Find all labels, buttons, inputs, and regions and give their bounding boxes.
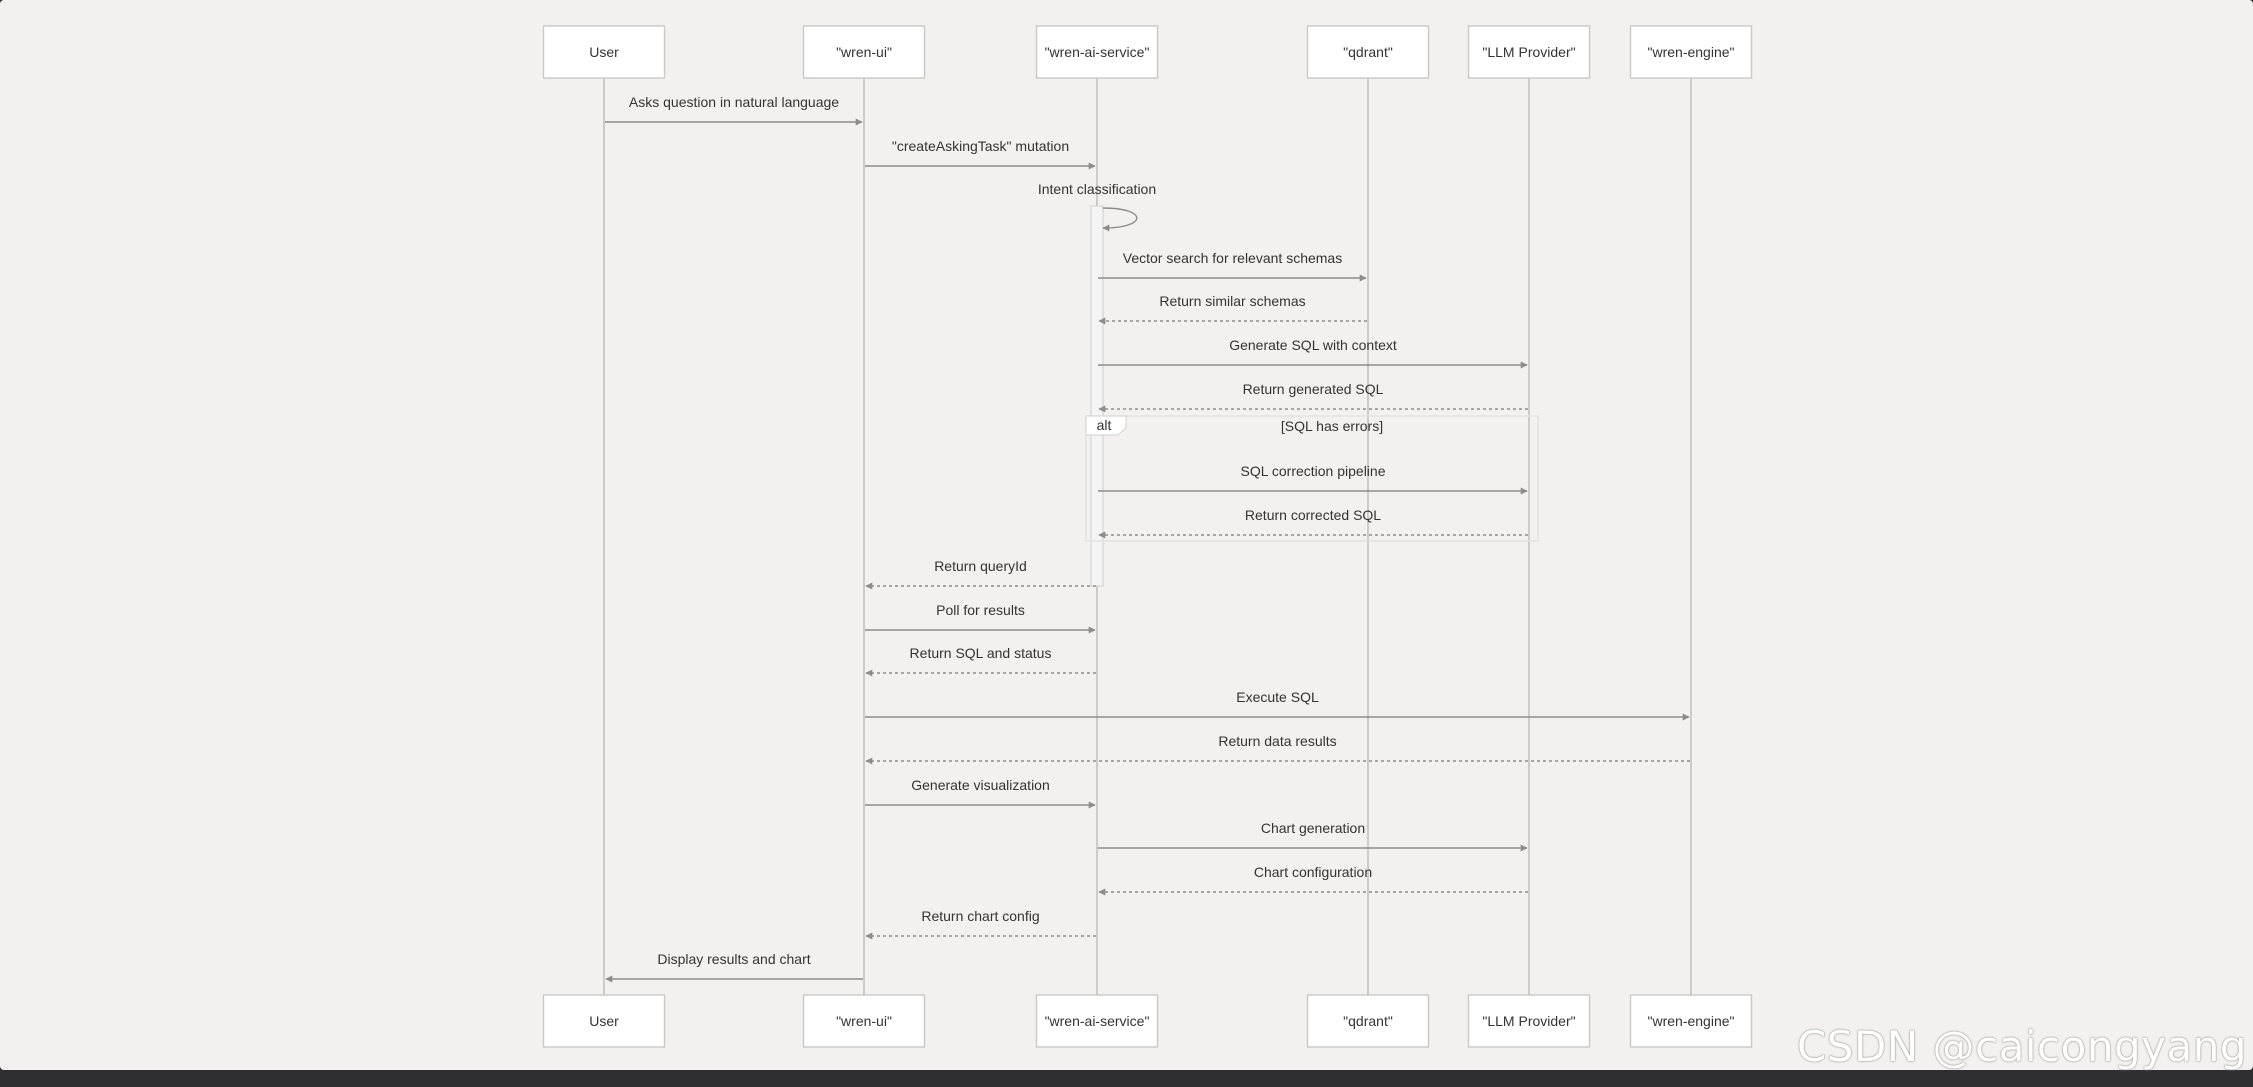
message-return-chart-config: Return chart config bbox=[865, 908, 1096, 940]
participant-label: "wren-ui" bbox=[836, 1013, 892, 1029]
message-label: Return chart config bbox=[921, 908, 1039, 924]
participant-label: "qdrant" bbox=[1343, 44, 1393, 60]
message-display-results-and-chart: Display results and chart bbox=[605, 951, 863, 983]
participant-top-engine: "wren-engine" bbox=[1629, 25, 1753, 79]
participant-label: User bbox=[589, 44, 619, 60]
message-label: Return SQL and status bbox=[910, 645, 1052, 661]
message-return-corrected-sql: Return corrected SQL bbox=[1098, 507, 1528, 539]
message-label: Intent classification bbox=[1038, 181, 1156, 197]
participant-top-qdrant: "qdrant" bbox=[1306, 25, 1430, 79]
participant-label: "wren-ai-service" bbox=[1045, 44, 1150, 60]
message-createaskingtask-mutation: "createAskingTask" mutation bbox=[865, 138, 1096, 170]
message-label: Execute SQL bbox=[1236, 689, 1319, 705]
message-generate-sql-with-context: Generate SQL with context bbox=[1098, 337, 1528, 369]
message-return-sql-and-status: Return SQL and status bbox=[865, 645, 1096, 677]
message-label: Return generated SQL bbox=[1243, 381, 1384, 397]
message-return-data-results: Return data results bbox=[865, 733, 1690, 765]
participant-label: User bbox=[589, 1013, 619, 1029]
message-label: Generate visualization bbox=[911, 777, 1050, 793]
message-label: Generate SQL with context bbox=[1229, 337, 1397, 353]
participant-bottom-qdrant: "qdrant" bbox=[1306, 994, 1430, 1048]
participant-bottom-llm: "LLM Provider" bbox=[1467, 994, 1591, 1048]
participant-label: "LLM Provider" bbox=[1482, 44, 1575, 60]
message-intent-classification: Intent classification bbox=[1038, 181, 1156, 232]
participant-label: "qdrant" bbox=[1343, 1013, 1393, 1029]
message-chart-configuration: Chart configuration bbox=[1098, 864, 1528, 896]
message-return-similar-schemas: Return similar schemas bbox=[1098, 293, 1367, 325]
message-label: Return similar schemas bbox=[1159, 293, 1305, 309]
message-label: Chart configuration bbox=[1254, 864, 1372, 880]
participant-top-user: User bbox=[542, 25, 666, 79]
participant-label: "wren-engine" bbox=[1648, 1013, 1735, 1029]
message-label: Asks question in natural language bbox=[629, 94, 839, 110]
message-vector-search-for-relevant-schemas: Vector search for relevant schemas bbox=[1098, 250, 1367, 282]
participant-label: "LLM Provider" bbox=[1482, 1013, 1575, 1029]
message-sql-correction-pipeline: SQL correction pipeline bbox=[1098, 463, 1528, 495]
watermark: CSDN @caicongyang bbox=[1796, 1022, 2247, 1071]
alt-keyword: alt bbox=[1097, 417, 1112, 433]
participant-top-ai: "wren-ai-service" bbox=[1035, 25, 1159, 79]
message-label: "createAskingTask" mutation bbox=[892, 138, 1069, 154]
message-label: Poll for results bbox=[936, 602, 1025, 618]
participant-top-llm: "LLM Provider" bbox=[1467, 25, 1591, 79]
alt-condition: [SQL has errors] bbox=[1281, 418, 1383, 434]
message-generate-visualization: Generate visualization bbox=[865, 777, 1096, 809]
message-label: Display results and chart bbox=[657, 951, 810, 967]
message-return-queryid: Return queryId bbox=[865, 558, 1096, 590]
participant-bottom-user: User bbox=[542, 994, 666, 1048]
participant-bottom-ai: "wren-ai-service" bbox=[1035, 994, 1159, 1048]
message-label: Vector search for relevant schemas bbox=[1123, 250, 1342, 266]
message-poll-for-results: Poll for results bbox=[865, 602, 1096, 634]
participant-label: "wren-engine" bbox=[1648, 44, 1735, 60]
participant-bottom-engine: "wren-engine" bbox=[1629, 994, 1753, 1048]
participant-top-ui: "wren-ui" bbox=[802, 25, 926, 79]
participant-label: "wren-ai-service" bbox=[1045, 1013, 1150, 1029]
message-asks-question-in-natural-language: Asks question in natural language bbox=[605, 94, 863, 126]
message-label: Chart generation bbox=[1261, 820, 1365, 836]
alt-frame: alt [SQL has errors] bbox=[1085, 415, 1539, 542]
message-label: Return data results bbox=[1218, 733, 1336, 749]
message-label: Return queryId bbox=[934, 558, 1027, 574]
message-label: SQL correction pipeline bbox=[1240, 463, 1385, 479]
activation-bar-wren-ai-service bbox=[1090, 205, 1104, 587]
participant-label: "wren-ui" bbox=[836, 44, 892, 60]
message-return-generated-sql: Return generated SQL bbox=[1098, 381, 1528, 413]
message-execute-sql: Execute SQL bbox=[865, 689, 1690, 721]
participant-bottom-ui: "wren-ui" bbox=[802, 994, 926, 1048]
message-chart-generation: Chart generation bbox=[1098, 820, 1528, 852]
message-label: Return corrected SQL bbox=[1245, 507, 1381, 523]
